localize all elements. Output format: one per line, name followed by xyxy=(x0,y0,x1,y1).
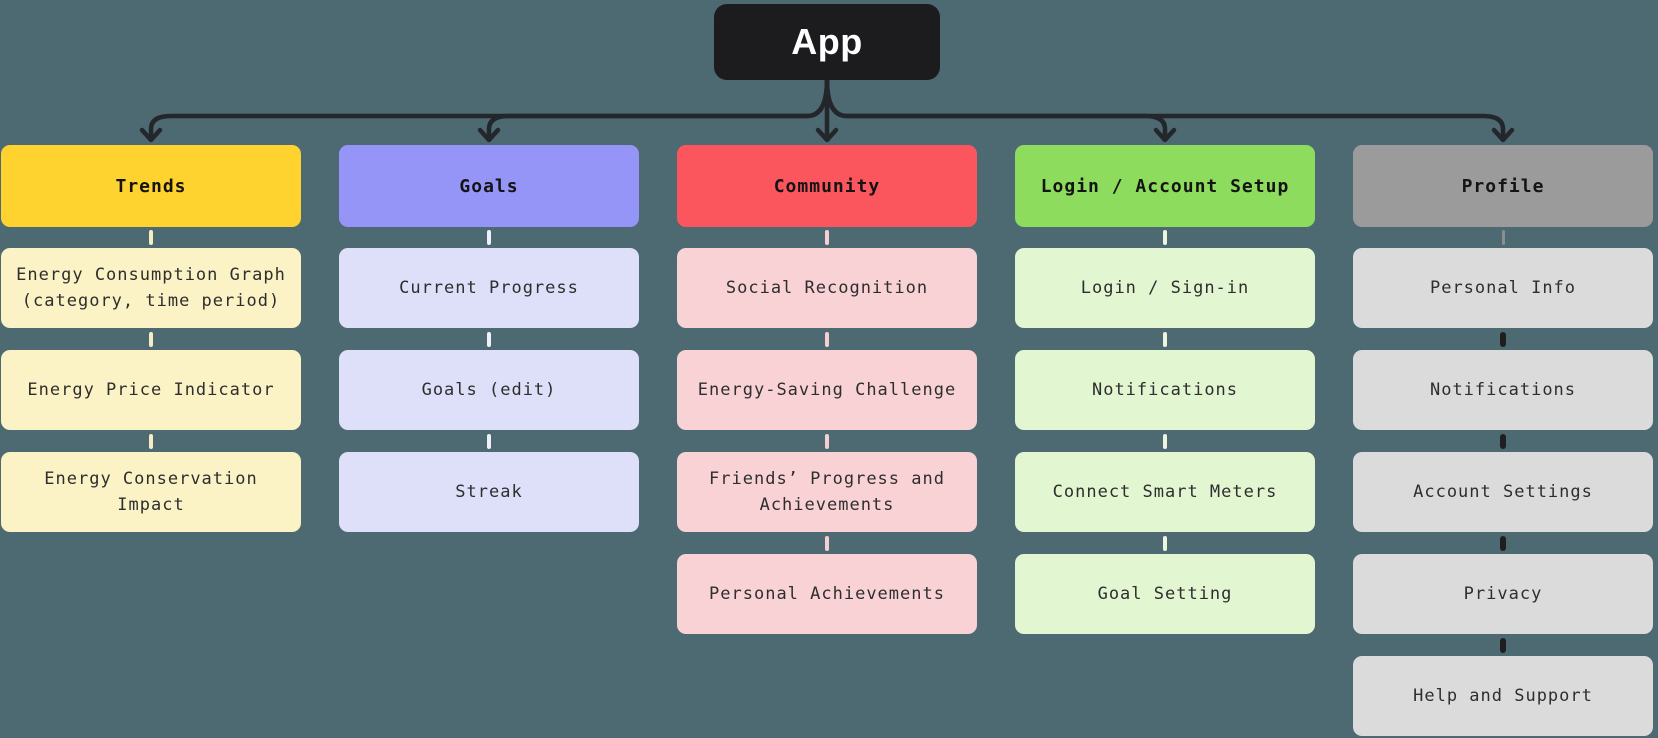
column-connector-community xyxy=(825,331,829,347)
column-connector-profile xyxy=(1500,637,1506,653)
node-goal-setting: Goal Setting xyxy=(1015,554,1315,634)
column-header-goals: Goals xyxy=(339,145,639,227)
column-connector-login-account-setup xyxy=(1163,535,1167,551)
arrowhead-profile xyxy=(1491,127,1515,143)
column-connector-profile xyxy=(1501,230,1505,245)
arrowhead-goals xyxy=(477,127,501,143)
node-notifications: Notifications xyxy=(1353,350,1653,430)
column-connector-trends xyxy=(149,230,153,245)
node-personal-achievements: Personal Achievements xyxy=(677,554,977,634)
node-goals-edit: Goals (edit) xyxy=(339,350,639,430)
node-energy-saving-challenge: Energy-Saving Challenge xyxy=(677,350,977,430)
column-header-login-account-setup: Login / Account Setup xyxy=(1015,145,1315,227)
column-header-profile: Profile xyxy=(1353,145,1653,227)
edge-app-to-goals xyxy=(486,77,830,138)
column-connector-community xyxy=(825,433,829,449)
column-connector-login-account-setup xyxy=(1163,433,1167,449)
node-help-and-support: Help and Support xyxy=(1353,656,1653,736)
node-social-recognition: Social Recognition xyxy=(677,248,977,328)
column-connector-goals xyxy=(487,331,491,347)
node-login-sign-in: Login / Sign-in xyxy=(1015,248,1315,328)
edge-app-to-profile xyxy=(824,77,1506,138)
column-connector-trends xyxy=(149,331,153,347)
arrowhead-login-account-setup xyxy=(1153,127,1177,143)
column-connector-community xyxy=(825,230,829,245)
edge-app-to-login-account-setup xyxy=(824,77,1168,138)
column-connector-goals xyxy=(487,230,491,245)
node-app: App xyxy=(714,4,940,80)
column-connector-profile xyxy=(1500,433,1506,449)
node-energy-conservation-impact: Energy Conservation Impact xyxy=(1,452,301,532)
column-connector-goals xyxy=(487,433,491,449)
node-energy-price-indicator: Energy Price Indicator xyxy=(1,350,301,430)
node-energy-consumption-graph-category-time-period: Energy Consumption Graph (category, time… xyxy=(1,248,301,328)
arrowhead-trends xyxy=(139,127,163,143)
node-privacy: Privacy xyxy=(1353,554,1653,634)
arrowhead-community xyxy=(815,127,839,143)
node-current-progress: Current Progress xyxy=(339,248,639,328)
node-connect-smart-meters: Connect Smart Meters xyxy=(1015,452,1315,532)
column-connector-profile xyxy=(1500,331,1506,347)
column-header-trends: Trends xyxy=(1,145,301,227)
node-account-settings: Account Settings xyxy=(1353,452,1653,532)
node-notifications: Notifications xyxy=(1015,350,1315,430)
node-streak: Streak xyxy=(339,452,639,532)
node-personal-info: Personal Info xyxy=(1353,248,1653,328)
column-header-community: Community xyxy=(677,145,977,227)
column-connector-profile xyxy=(1500,535,1506,551)
column-connector-trends xyxy=(149,433,153,449)
column-connector-login-account-setup xyxy=(1163,331,1167,347)
node-friends-progress-and-achievements: Friends’ Progress and Achievements xyxy=(677,452,977,532)
column-connector-login-account-setup xyxy=(1163,230,1167,245)
column-connector-community xyxy=(825,535,829,551)
